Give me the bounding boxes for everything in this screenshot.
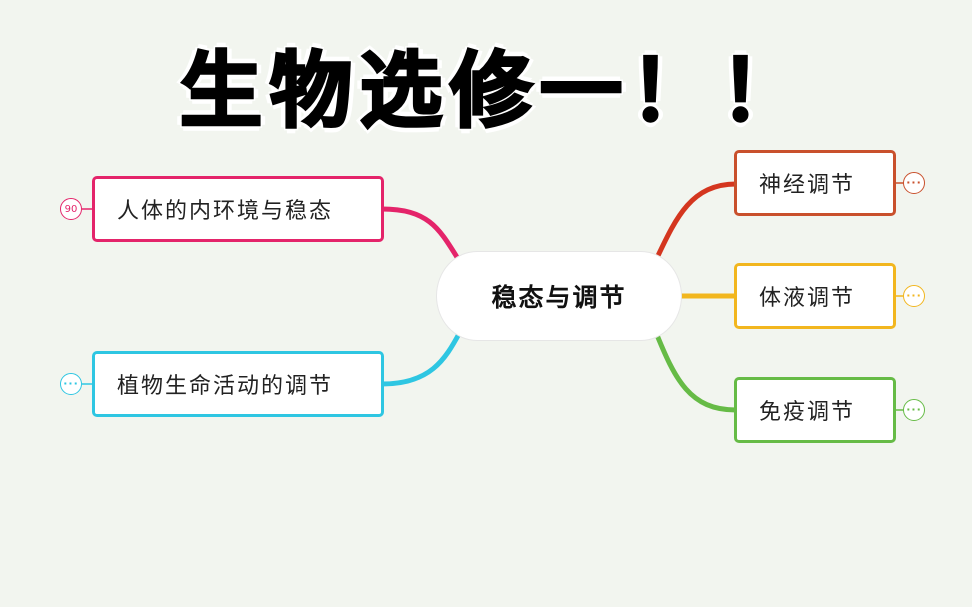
badge-dots: ··· bbox=[906, 403, 922, 416]
topic-label: 体液调节 bbox=[759, 286, 856, 311]
topic-label: 人体的内环境与稳态 bbox=[117, 199, 334, 224]
badge-dots: ··· bbox=[63, 377, 79, 390]
topic-label: 植物生命活动的调节 bbox=[117, 374, 334, 399]
topic-nerve-regulation[interactable]: 神经调节 bbox=[734, 150, 896, 216]
central-topic[interactable]: 稳态与调节 bbox=[437, 252, 681, 340]
collapse-count-badge[interactable]: 90 bbox=[60, 198, 82, 220]
expand-more-icon[interactable]: ··· bbox=[903, 285, 925, 307]
topic-immune-regulation[interactable]: 免疫调节 bbox=[734, 377, 896, 443]
headline-title: 生物选修一！！ bbox=[178, 43, 810, 141]
badge-dots: ··· bbox=[906, 289, 922, 302]
badge-count: 90 bbox=[64, 203, 78, 215]
topic-humoral-regulation[interactable]: 体液调节 bbox=[734, 263, 896, 329]
topic-label: 免疫调节 bbox=[759, 400, 856, 425]
connector-left-bottom bbox=[379, 329, 463, 387]
topic-internal-environment[interactable]: 人体的内环境与稳态 bbox=[92, 176, 384, 242]
connector-left-top bbox=[379, 206, 463, 265]
topic-plant-regulation[interactable]: 植物生命活动的调节 bbox=[92, 351, 384, 417]
topic-label: 神经调节 bbox=[759, 173, 856, 198]
expand-more-icon[interactable]: ··· bbox=[903, 172, 925, 194]
expand-more-icon[interactable]: ··· bbox=[60, 373, 82, 395]
badge-dots: ··· bbox=[906, 176, 922, 189]
connector-right-top bbox=[652, 181, 739, 265]
connector-right-bottom bbox=[652, 327, 739, 413]
expand-more-icon[interactable]: ··· bbox=[903, 399, 925, 421]
